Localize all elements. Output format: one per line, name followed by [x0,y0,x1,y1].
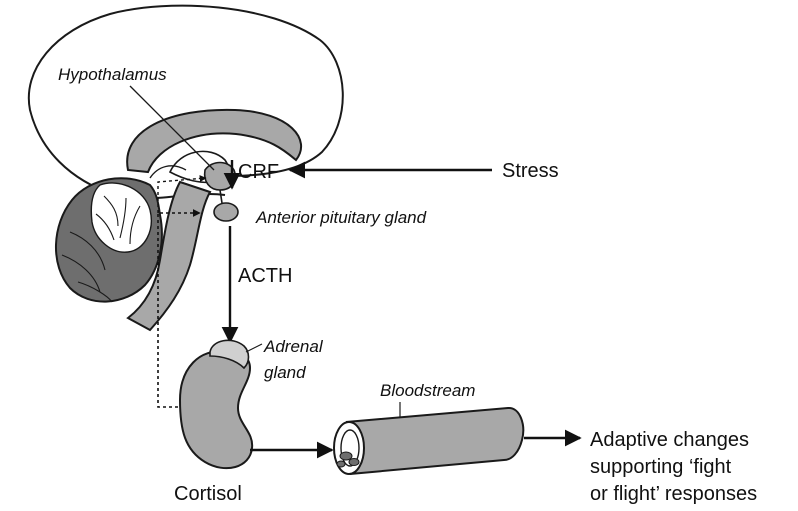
blood-vessel [334,408,523,474]
vessel-body [346,408,523,474]
acth-label: ACTH [238,265,292,287]
pituitary-stalk [220,190,222,203]
stress-label: Stress [502,160,559,182]
outcome-line2: supporting ‘fight [590,456,732,478]
adrenal-pointer [246,344,262,352]
pituitary-gland [214,203,238,221]
brain-illustration [29,6,343,330]
cortisol-label: Cortisol [174,483,242,505]
hypothalamus-region [205,163,236,191]
outcome-line1: Adaptive changes [590,429,749,451]
blood-cell-1 [340,452,352,460]
anterior-pituitary-label: Anterior pituitary gland [255,208,427,227]
outcome-line3: or flight’ responses [590,483,757,505]
hypothalamus-label: Hypothalamus [58,65,167,84]
adrenal-label-line1: Adrenal [263,337,324,356]
blood-cell-3 [337,461,345,467]
crf-label: CRF [238,161,279,183]
kidney-adrenal [180,340,252,468]
adrenal-label-line2: gland [264,363,306,382]
bloodstream-label: Bloodstream [380,381,475,400]
kidney [180,351,252,468]
blood-cell-2 [349,459,359,466]
